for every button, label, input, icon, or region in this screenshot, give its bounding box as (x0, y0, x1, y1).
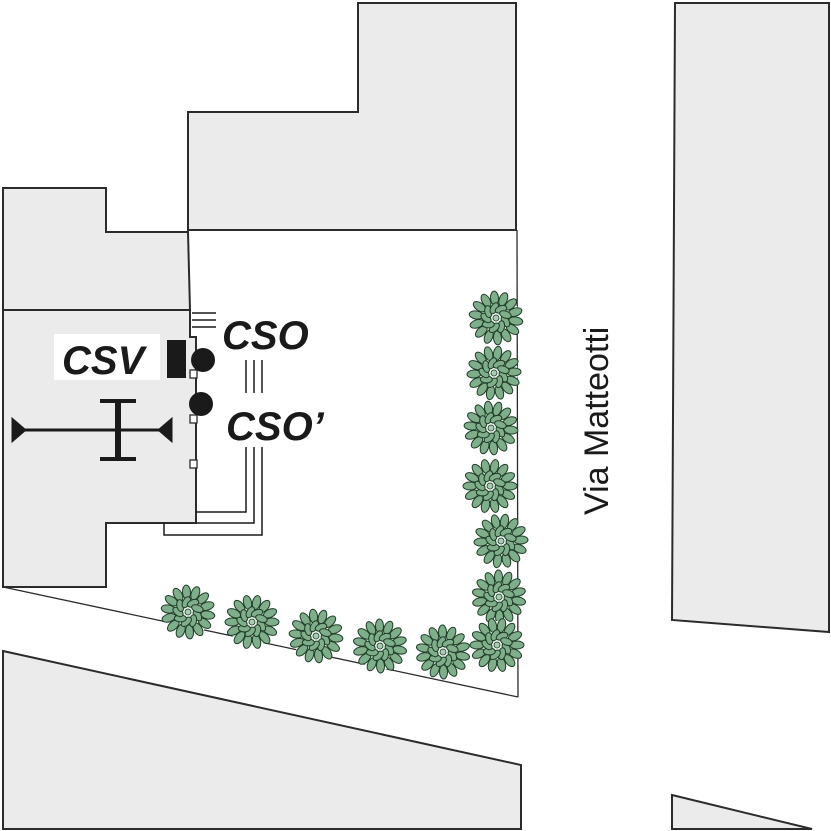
building-left-upper (2, 187, 192, 311)
tree-icon (352, 618, 408, 674)
csv-label: CSV (62, 339, 148, 383)
cso-prime-marker-icon (189, 392, 213, 416)
tree-icon (471, 569, 527, 625)
tree-icon (473, 513, 529, 569)
tree-icon (415, 624, 471, 680)
tree-icon (469, 618, 525, 672)
tree-icon (466, 345, 522, 401)
building-bottom-left (2, 649, 522, 830)
cso-marker-icon (191, 348, 215, 372)
street-label: Via Matteotti (578, 327, 616, 515)
pipe-lines (163, 312, 263, 536)
tree-icon (160, 584, 216, 640)
tree-icon (224, 595, 280, 649)
cso-label: CSO (222, 314, 309, 358)
tree-icon (288, 608, 344, 664)
entrance-icon (11, 399, 173, 461)
building-top-center (187, 2, 517, 231)
csv-marker-icon (167, 340, 186, 378)
tree-icon (463, 400, 519, 456)
building-bottom-right (671, 793, 813, 830)
tree-icon (462, 459, 518, 513)
building-right (670, 2, 830, 634)
wall-notches (189, 369, 198, 469)
csv-label-background (54, 334, 160, 380)
cso-prime-label: CSO’ (226, 405, 325, 449)
tree-icon (468, 290, 524, 346)
tree-row (160, 290, 529, 680)
